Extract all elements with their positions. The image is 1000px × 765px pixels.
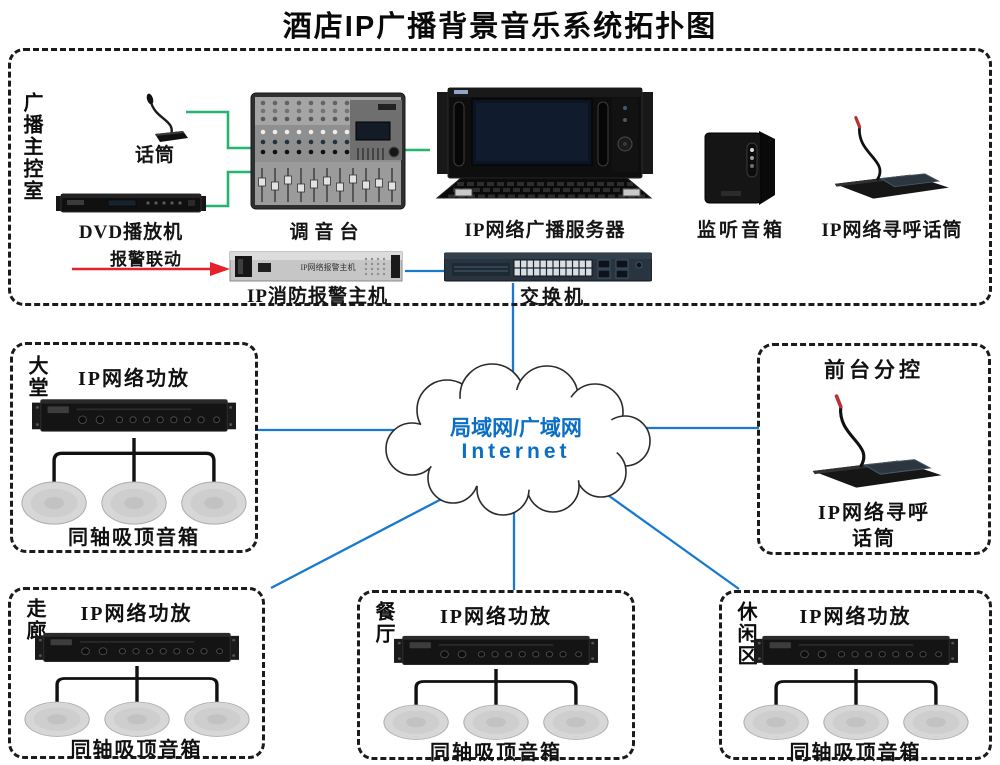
broadcast-server-label: IP网络广播服务器 <box>464 220 626 241</box>
control-room-label: 广播主控室 <box>20 92 42 202</box>
mixer-image <box>250 92 406 210</box>
front-desk-zone-label: 前台分控 <box>824 359 924 382</box>
dvd-player-image <box>56 193 206 213</box>
paging-microphone-image <box>833 116 951 201</box>
network-amplifier-image <box>394 635 598 666</box>
monitor-speaker-label: 监听音箱 <box>696 220 785 241</box>
ceiling-speakers-image <box>22 666 251 738</box>
lobby-zone-box: 大堂 IP网络功放 同轴吸顶音箱 <box>10 342 258 553</box>
internet-cloud-shape <box>385 363 651 516</box>
fire-alarm-host-panel-text: IP网络报警主机 <box>300 262 355 272</box>
ceiling-speakers-label: 同轴吸顶音箱 <box>789 742 922 764</box>
network-switch-image <box>444 252 652 282</box>
mixer-label: 调音台 <box>289 222 365 243</box>
network-amplifier-image <box>32 399 236 432</box>
ceiling-speakers-label: 同轴吸顶音箱 <box>68 527 200 549</box>
internet-cloud-text: 局域网/广域网 Internet <box>405 417 627 464</box>
leisure-zone-content: IP网络功放 同轴吸顶音箱 <box>722 593 989 765</box>
cloud-internet-label: Internet <box>461 440 571 463</box>
link-dvd-mixer <box>203 170 252 208</box>
ceiling-speakers-label: 同轴吸顶音箱 <box>430 742 562 764</box>
link-cloud-leisure <box>597 487 740 590</box>
front-desk-content: 前台分控 IP网络寻呼 话筒 <box>760 346 988 552</box>
network-amplifier-label: IP网络功放 <box>799 606 912 628</box>
link-microphone-mixer <box>186 110 252 150</box>
ceiling-speakers-image <box>20 438 248 526</box>
link-cloud-corridor <box>270 490 456 590</box>
front-desk-zone-box: 前台分控 IP网络寻呼 话筒 <box>757 343 991 555</box>
corridor-zone-box: 走廊 IP网络功放 同轴吸顶音箱 <box>8 587 265 762</box>
alarm-link-arrow <box>72 262 230 276</box>
restaurant-zone-label: 餐厅 <box>372 601 394 645</box>
ceiling-speakers-image <box>741 669 970 741</box>
monitor-speaker-image <box>704 131 775 205</box>
fire-alarm-host-image: IP网络报警主机 <box>229 251 403 282</box>
front-desk-paging-microphone-image <box>810 394 944 490</box>
network-amplifier-label: IP网络功放 <box>78 368 190 390</box>
fire-alarm-host-label: IP消防报警主机 <box>246 286 388 307</box>
control-room-box <box>8 48 992 306</box>
microphone-image <box>146 93 188 142</box>
page-title: 酒店IP广播背景音乐系统拓扑图 <box>282 11 718 43</box>
lobby-zone-label: 大堂 <box>25 355 47 399</box>
restaurant-zone-box: 餐厅 IP网络功放 同轴吸顶音箱 <box>357 590 635 764</box>
ceiling-speakers-label: 同轴吸顶音箱 <box>70 739 203 761</box>
network-amplifier-label: IP网络功放 <box>440 606 552 628</box>
dvd-player-label: DVD播放机 <box>78 222 184 243</box>
corridor-zone-content: IP网络功放 同轴吸顶音箱 <box>11 590 262 762</box>
network-amplifier-image <box>34 632 239 663</box>
microphone-label: 话筒 <box>134 145 175 166</box>
leisure-zone-label: 休闲区 <box>734 601 756 667</box>
alarm-link-label: 报警联动 <box>110 250 182 269</box>
broadcast-server-image <box>435 87 653 199</box>
cloud-lan-wan-label: 局域网/广域网 <box>450 417 582 440</box>
front-desk-device-label-line1: IP网络寻呼 <box>818 502 930 524</box>
ceiling-speakers-image <box>382 669 610 741</box>
leisure-zone-box: 休闲区 IP网络功放 同轴吸顶音箱 <box>719 590 992 764</box>
lobby-zone-content: IP网络功放 同轴吸顶音箱 <box>13 345 255 550</box>
paging-microphone-label: IP网络寻呼话筒 <box>821 220 963 241</box>
restaurant-zone-content: IP网络功放 同轴吸顶音箱 <box>360 593 632 765</box>
network-amplifier-image <box>753 635 958 666</box>
corridor-zone-label: 走廊 <box>23 598 45 642</box>
front-desk-device-label-line2: 话筒 <box>852 528 896 550</box>
network-switch-label: 交换机 <box>519 287 586 308</box>
network-amplifier-label: IP网络功放 <box>80 603 193 625</box>
